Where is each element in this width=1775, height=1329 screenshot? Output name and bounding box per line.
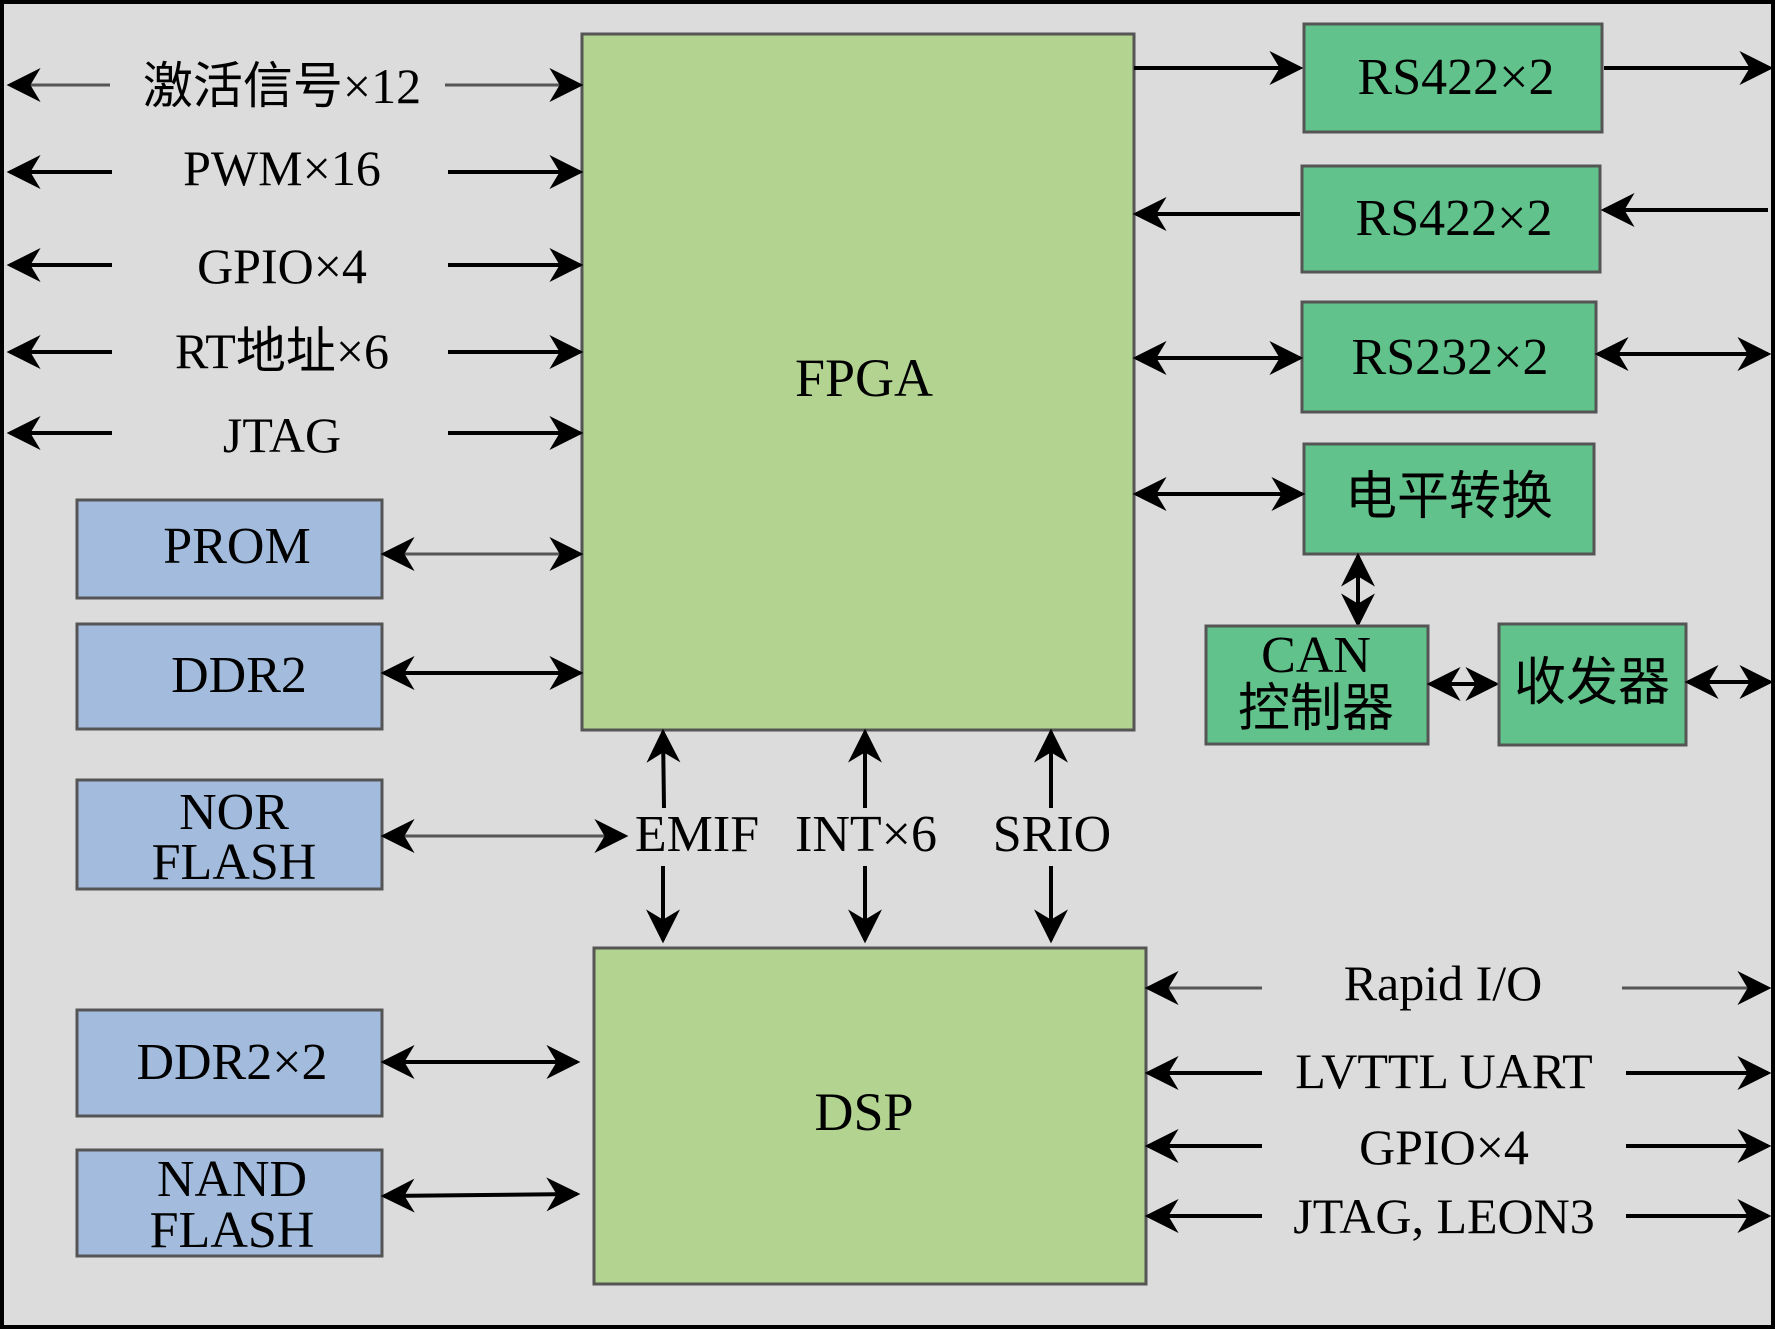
int-label: INT×6	[795, 806, 937, 863]
rs422-out-label: RS422×2	[1358, 49, 1555, 106]
fpga-memory: PROM DDR2 NOR FLASH	[75, 498, 629, 891]
can-controller-block	[1204, 624, 1430, 746]
dsp-label: DSP	[814, 1082, 913, 1142]
ddr2x2-label: DDR2×2	[136, 1034, 327, 1091]
fpga-right-interfaces: RS422×2 RS422×2 RS232×2 电平转换 CAN 控制器 收发器	[1132, 22, 1774, 747]
can-controller-label-line2: 控制器	[1238, 681, 1394, 738]
nor-flash-label-line2: FLASH	[152, 834, 317, 891]
ddr2x2-block	[75, 1008, 384, 1118]
dsp-block	[592, 946, 1148, 1286]
signal-label-pwm: PWM×16	[183, 140, 381, 196]
transceiver-label: 收发器	[1514, 655, 1670, 712]
nand-flash-block	[75, 1148, 384, 1258]
fpga-label: FPGA	[795, 348, 933, 408]
fpga-block	[580, 32, 1136, 732]
signal-label-rt-address: RT地址×6	[175, 323, 389, 379]
transceiver-block	[1497, 622, 1688, 747]
ddr2-block	[75, 622, 384, 731]
signal-label-jtag-leon3: JTAG, LEON3	[1293, 1188, 1595, 1244]
rs422-out-block	[1302, 22, 1604, 134]
prom-block	[75, 498, 384, 600]
signal-label-gpio: GPIO×4	[197, 238, 367, 294]
dsp-memory: DDR2×2 NAND FLASH	[75, 1008, 581, 1259]
rs422-in-label: RS422×2	[1356, 190, 1553, 247]
ddr2-label: DDR2	[171, 647, 307, 704]
fpga-dsp-bus: EMIF INT×6 SRIO	[635, 728, 1111, 944]
level-shift-label: 电平转换	[1345, 469, 1553, 526]
nand-flash-label-line2: FLASH	[150, 1202, 315, 1259]
rs422-in-block	[1300, 164, 1602, 274]
nand-flash-label-line1: NAND	[157, 1151, 307, 1208]
signal-label-rapid-io: Rapid I/O	[1344, 955, 1543, 1011]
fpga-left-signals: 激活信号×12 PWM×16 GPIO×4 RT地址×6 JTAG	[6, 58, 584, 463]
signal-label-gpio: GPIO×4	[1359, 1119, 1529, 1175]
signal-label-lvttl-uart: LVTTL UART	[1295, 1043, 1592, 1099]
rs232-label: RS232×2	[1352, 329, 1549, 386]
srio-label: SRIO	[993, 806, 1111, 863]
emif-arrow-up	[646, 728, 681, 809]
nor-flash-label-line1: NOR	[179, 784, 289, 841]
dsp-right-signals: Rapid I/O LVTTL UART GPIO×4 JTAG, LEON3	[1144, 955, 1772, 1244]
nand-flash-dsp-link	[380, 1177, 581, 1213]
signal-label-jtag: JTAG	[223, 407, 341, 463]
signal-label-activation: 激活信号×12	[143, 58, 421, 114]
can-controller-label-line1: CAN	[1261, 627, 1371, 684]
nor-flash-block	[75, 778, 384, 891]
emif-label: EMIF	[635, 806, 759, 863]
prom-label: PROM	[163, 518, 310, 575]
